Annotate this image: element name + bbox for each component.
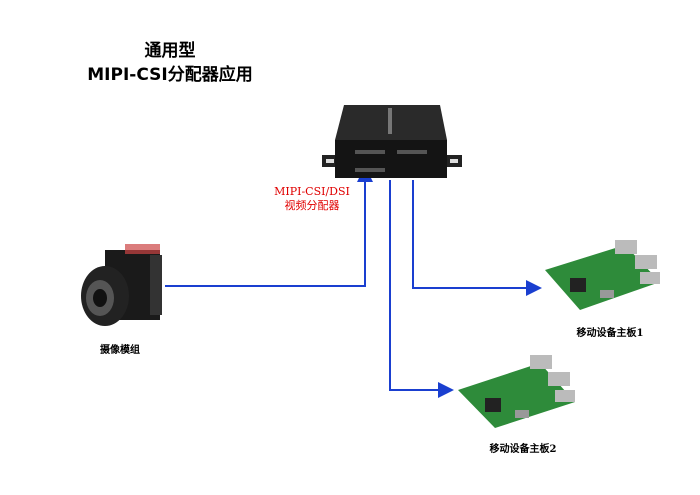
splitter-to-board1-line — [412, 180, 542, 296]
splitter-label: MIPI-CSI/DSI 视频分配器 — [262, 185, 362, 213]
board1-label: 移动设备主板1 — [576, 328, 644, 339]
camera-to-splitter-line — [165, 166, 373, 287]
board2-graphic — [458, 355, 575, 428]
splitter-label-line2: 视频分配器 — [284, 199, 340, 212]
camera-module — [81, 244, 162, 326]
camera-label: 摄像模组 — [100, 345, 140, 356]
board2-label: 移动设备主板2 — [489, 444, 557, 455]
splitter-to-board2-line — [389, 180, 454, 398]
splitter-label-line1: MIPI-CSI/DSI — [274, 185, 350, 198]
title-line2: MIPI-CSI分配器应用 — [87, 65, 253, 85]
title-line1: 通用型 — [144, 41, 196, 61]
splitter-device — [322, 105, 462, 178]
board1-graphic — [545, 240, 660, 310]
